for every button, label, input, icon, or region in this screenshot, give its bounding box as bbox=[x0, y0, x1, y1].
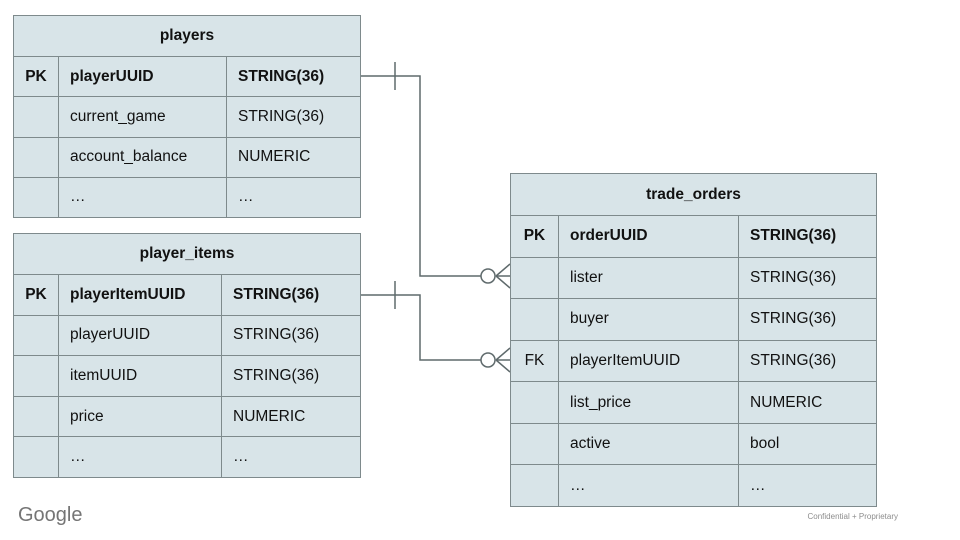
column-type-cell: STRING(36) bbox=[738, 340, 876, 382]
table-row: current_game STRING(36) bbox=[14, 96, 360, 137]
table-player-items: player_items PK playerItemUUID STRING(36… bbox=[13, 233, 361, 478]
zero-circle-icon bbox=[480, 268, 496, 284]
key-cell bbox=[511, 258, 558, 299]
column-type-cell: STRING(36) bbox=[738, 257, 876, 299]
table-row: buyer STRING(36) bbox=[511, 298, 876, 340]
column-type-cell: STRING(36) bbox=[738, 216, 876, 257]
table-row: PK orderUUID STRING(36) bbox=[511, 215, 876, 257]
table-title: trade_orders bbox=[646, 185, 741, 203]
table-row: account_balance NUMERIC bbox=[14, 136, 360, 177]
column-name-cell: buyer bbox=[558, 299, 738, 340]
connector-line bbox=[361, 294, 481, 361]
column-type-cell: … bbox=[738, 465, 876, 507]
column-type-cell: … bbox=[226, 177, 360, 217]
column-name-cell: lister bbox=[558, 257, 738, 299]
table-row: … … bbox=[511, 464, 876, 507]
key-cell bbox=[511, 382, 558, 423]
table-row: PK playerItemUUID STRING(36) bbox=[14, 274, 360, 315]
key-cell bbox=[14, 437, 58, 477]
column-name-cell: orderUUID bbox=[558, 216, 738, 257]
table-row: itemUUID STRING(36) bbox=[14, 355, 360, 396]
column-name-cell: price bbox=[58, 396, 221, 437]
many-crowfoot-icon bbox=[495, 263, 511, 289]
key-cell bbox=[511, 299, 558, 340]
column-name-cell: account_balance bbox=[58, 137, 226, 177]
table-row: … … bbox=[14, 176, 360, 217]
table-row: playerUUID STRING(36) bbox=[14, 314, 360, 356]
column-type-cell: STRING(36) bbox=[221, 356, 360, 396]
connector-line bbox=[361, 75, 481, 277]
table-row: PK playerUUID STRING(36) bbox=[14, 56, 360, 97]
key-cell bbox=[14, 97, 58, 136]
table-row: FK playerItemUUID STRING(36) bbox=[511, 339, 876, 382]
table-row: lister STRING(36) bbox=[511, 256, 876, 299]
key-cell: PK bbox=[25, 67, 47, 85]
table-players: players PK playerUUID STRING(36) current… bbox=[13, 15, 361, 218]
table-row: … … bbox=[14, 436, 360, 477]
column-type-cell: bool bbox=[738, 423, 876, 465]
many-crowfoot-icon bbox=[495, 347, 511, 373]
key-cell bbox=[511, 465, 558, 506]
table-trade-orders: trade_orders PK orderUUID STRING(36) lis… bbox=[510, 173, 877, 507]
table-title: player_items bbox=[139, 245, 235, 262]
column-name-cell: active bbox=[558, 423, 738, 465]
column-type-cell: … bbox=[221, 437, 360, 477]
table-row: active bool bbox=[511, 422, 876, 465]
column-type-cell: STRING(36) bbox=[226, 97, 360, 137]
table-title: players bbox=[159, 27, 215, 44]
key-cell: PK bbox=[25, 285, 47, 303]
key-cell bbox=[14, 138, 58, 177]
column-type-cell: STRING(36) bbox=[221, 275, 360, 315]
zero-circle-icon bbox=[480, 352, 496, 368]
column-name-cell: playerUUID bbox=[58, 315, 221, 356]
connector-players-to-trade-orders bbox=[361, 62, 511, 289]
column-type-cell: NUMERIC bbox=[226, 137, 360, 177]
column-name-cell: … bbox=[58, 437, 221, 477]
key-cell bbox=[14, 397, 58, 437]
column-name-cell: … bbox=[558, 465, 738, 507]
column-type-cell: NUMERIC bbox=[738, 382, 876, 423]
column-name-cell: itemUUID bbox=[58, 356, 221, 396]
column-type-cell: STRING(36) bbox=[738, 299, 876, 340]
column-type-cell: STRING(36) bbox=[226, 57, 360, 97]
key-cell: PK bbox=[523, 227, 546, 245]
column-name-cell: playerItemUUID bbox=[558, 340, 738, 382]
column-type-cell: NUMERIC bbox=[221, 396, 360, 437]
key-cell bbox=[14, 316, 58, 356]
column-type-cell: STRING(36) bbox=[221, 315, 360, 356]
column-name-cell: current_game bbox=[58, 97, 226, 137]
confidential-note: Confidential + Proprietary bbox=[807, 512, 899, 521]
column-name-cell: … bbox=[58, 177, 226, 217]
key-cell bbox=[14, 356, 58, 396]
connector-player-items-to-trade-orders bbox=[361, 281, 511, 373]
key-cell bbox=[511, 424, 558, 465]
column-name-cell: playerItemUUID bbox=[58, 275, 221, 315]
table-row: price NUMERIC bbox=[14, 395, 360, 437]
key-cell bbox=[14, 178, 58, 217]
column-name-cell: list_price bbox=[558, 382, 738, 423]
key-cell: FK bbox=[524, 352, 545, 370]
column-name-cell: playerUUID bbox=[58, 57, 226, 97]
table-row: list_price NUMERIC bbox=[511, 381, 876, 423]
google-logo: Google bbox=[18, 504, 83, 526]
